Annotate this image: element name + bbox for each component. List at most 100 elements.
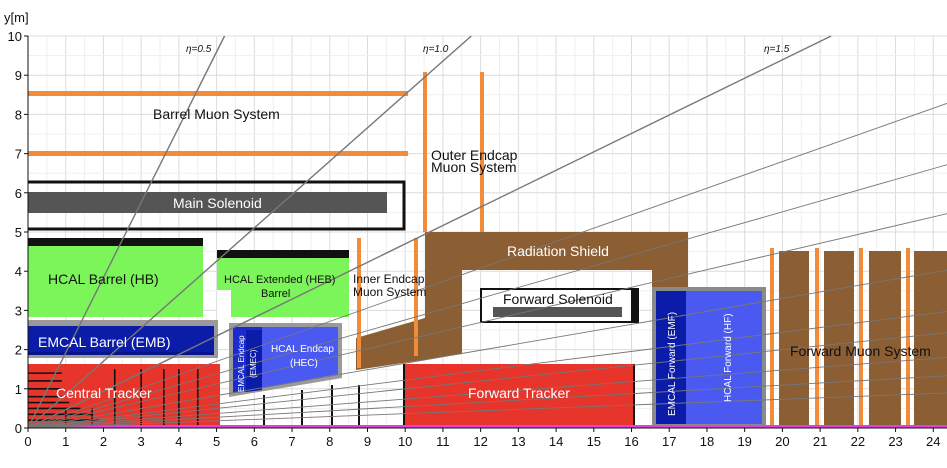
y-tick-label: 4 [15,264,22,279]
eta-line [27,164,947,429]
label-hcal-forward: HCAL Forward (HF) [723,313,734,402]
label-hcal-extended-2: Barrel [261,288,290,300]
label-hcal-extended-1: HCAL Extended (HEB) [224,274,335,286]
eta-label-1.5: η=1.5 [764,44,790,55]
x-tick-label: 7 [288,434,295,449]
forward-muon-block-1 [779,251,809,427]
forward-muon-bar-2 [815,248,819,427]
y-tick-label: 2 [15,343,22,358]
label-emcal-forward: EMCAL Forward (EMF) [667,312,678,416]
label-hcal-barrel: HCAL Barrel (HB) [48,271,159,287]
eta-line [27,35,472,429]
label-central-tracker: Central Tracker [56,385,152,401]
x-tick-label: 13 [511,434,525,449]
hcal-extended-cap [217,250,349,258]
forward-muon-bar-4 [906,248,910,427]
forward-muon-block-2 [824,251,854,427]
x-tick-label: 21 [813,434,827,449]
outer-endcap-muon-bar-2 [480,72,484,232]
eta-line [27,332,947,429]
inner-endcap-muon-bar-2 [414,238,418,356]
x-tick-label: 24 [926,434,940,449]
label-outer-endcap-muon-2: Muon System [431,159,517,175]
x-tick-label: 14 [549,434,563,449]
label-main-solenoid: Main Solenoid [173,195,262,211]
label-outer-endcap-muon-1: Outer Endcap [431,147,518,163]
label-radiation-shield: Radiation Shield [507,243,609,259]
eta-line [27,310,947,429]
radiation-shield [356,232,688,370]
x-tick-label: 18 [700,434,714,449]
hec [262,327,338,388]
y-tick-label: 7 [15,147,22,162]
hcal-extended-notch [217,290,231,317]
y-tick-label: 1 [15,382,22,397]
main-solenoid-body [28,192,387,213]
hcal-extended [217,250,349,317]
eta-label-1.0: η=1.0 [423,44,449,55]
gap-disks [263,385,360,427]
region-labels: η=0.5 η=1.0 η=1.5 Barrel Muon System Out… [38,44,931,416]
eta-line [27,357,947,429]
x-tick-label: 8 [326,434,333,449]
eta-line [27,35,226,429]
label-inner-endcap-muon-2: Muon System [353,285,426,299]
x-tick-label: 6 [251,434,258,449]
x-tick-label: 20 [775,434,789,449]
hcal-barrel [28,238,203,317]
emcal-forward [656,291,686,424]
detector-regions [28,72,947,428]
barrel-muon-bar-lower [28,151,408,156]
y-tick-label: 10 [8,29,22,44]
x-tick-label: 22 [851,434,865,449]
y-tick-label: 3 [15,303,22,318]
label-inner-endcap-muon-1: Inner Endcap [353,272,425,286]
label-hcal-endcap-1: HCAL Endcap [271,344,334,355]
y-tick-label: 5 [15,225,22,240]
x-tick-label: 2 [100,434,107,449]
main-solenoid-outline [28,180,406,231]
y-tick-label: 9 [15,68,22,83]
forward-muon-bar-1 [770,248,774,427]
x-tick-label: 17 [662,434,676,449]
x-tick-label: 15 [587,434,601,449]
eta-line [27,269,947,429]
label-emcal-barrel: EMCAL Barrel (EMB) [38,334,171,350]
emcal-barrel-inner-line [28,352,214,355]
forward-solenoid-coil [631,289,639,322]
forward-muon-block-4 [914,251,947,427]
label-hcal-endcap-2: (HEC) [290,358,318,369]
x-tick-label: 1 [62,434,69,449]
eta-label-0.5: η=0.5 [186,44,212,55]
label-forward-solenoid: Forward Solenoid [503,291,613,307]
eta-line [27,213,947,429]
outer-endcap-muon-bar-1 [423,72,427,232]
hcal-barrel-cap [28,238,203,246]
label-forward-tracker: Forward Tracker [468,385,570,401]
label-barrel-muon: Barrel Muon System [153,106,280,122]
emcal-barrel [28,326,214,355]
x-tick-label: 19 [737,434,751,449]
eta-line [27,35,832,429]
barrel-muon-bar-upper [28,91,408,96]
eta-line [27,392,947,429]
y-tick-label: 6 [15,186,22,201]
eta-lines-overlay [27,35,947,429]
y-tick-label: 8 [15,107,22,122]
x-tick-label: 11 [436,434,450,449]
y-axis-title: y[m] [4,10,29,25]
label-emcal-endcap-2: (EMEC) [249,349,258,378]
x-tick-label: 9 [364,434,371,449]
x-tick-label: 23 [888,434,902,449]
beam-line [28,425,947,428]
x-tick-label: 3 [138,434,145,449]
forward-solenoid-body [493,307,622,317]
eta-line [27,102,947,429]
x-tick-label: 16 [624,434,638,449]
label-forward-muon: Forward Muon System [790,343,931,359]
x-tick-label: 0 [24,434,31,449]
